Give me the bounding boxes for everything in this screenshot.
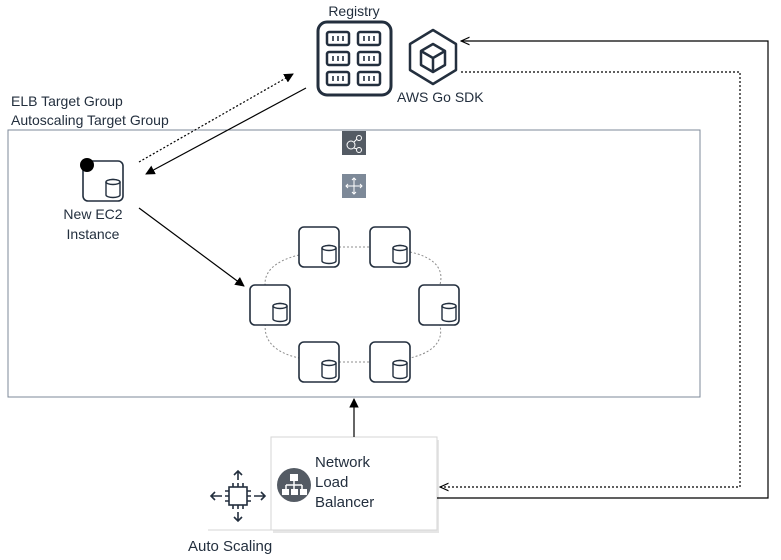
vpc-frame <box>7 129 701 398</box>
registry-label: Registry <box>328 3 380 19</box>
ec2-instance-icon <box>298 226 340 268</box>
arrow-nlb-to-sdk <box>437 41 769 499</box>
elb-target-group-label: ELB Target Group <box>11 93 123 109</box>
arrow-sdk-to-nlb <box>440 71 741 487</box>
auto-scaling-icon <box>209 469 267 523</box>
ec2-instance-icon <box>369 341 411 383</box>
load-balancer-icon <box>277 468 311 502</box>
network-routing-icon <box>342 174 366 198</box>
nlb-label-line1: Network <box>315 454 371 471</box>
ec2-instance-icon <box>298 341 340 383</box>
arrow-instance-to-registry <box>138 73 294 163</box>
nlb-label-line2: Load <box>315 474 349 491</box>
ec2-ring-connections <box>264 246 442 363</box>
service-discovery-icon <box>342 131 366 155</box>
new-instance-label-line2: Instance <box>66 226 120 242</box>
autoscaling-target-group-label: Autoscaling Target Group <box>11 112 169 128</box>
new-ec2-instance-icon <box>80 158 124 202</box>
auto-scaling-label: Auto Scaling <box>188 538 273 555</box>
ec2-instance-icon <box>418 284 460 326</box>
ec2-instance-icon <box>249 284 291 326</box>
sdk-label: AWS Go SDK <box>397 89 484 105</box>
sdk-cube-icon <box>408 28 458 86</box>
arrow-instance-to-ring <box>138 207 245 287</box>
arrow-registry-to-instance <box>145 87 307 175</box>
registry-icon <box>316 20 393 97</box>
ec2-instance-icon <box>369 226 411 268</box>
new-instance-label-line1: New EC2 <box>63 206 123 222</box>
nlb-label-line3: Balancer <box>315 494 375 511</box>
